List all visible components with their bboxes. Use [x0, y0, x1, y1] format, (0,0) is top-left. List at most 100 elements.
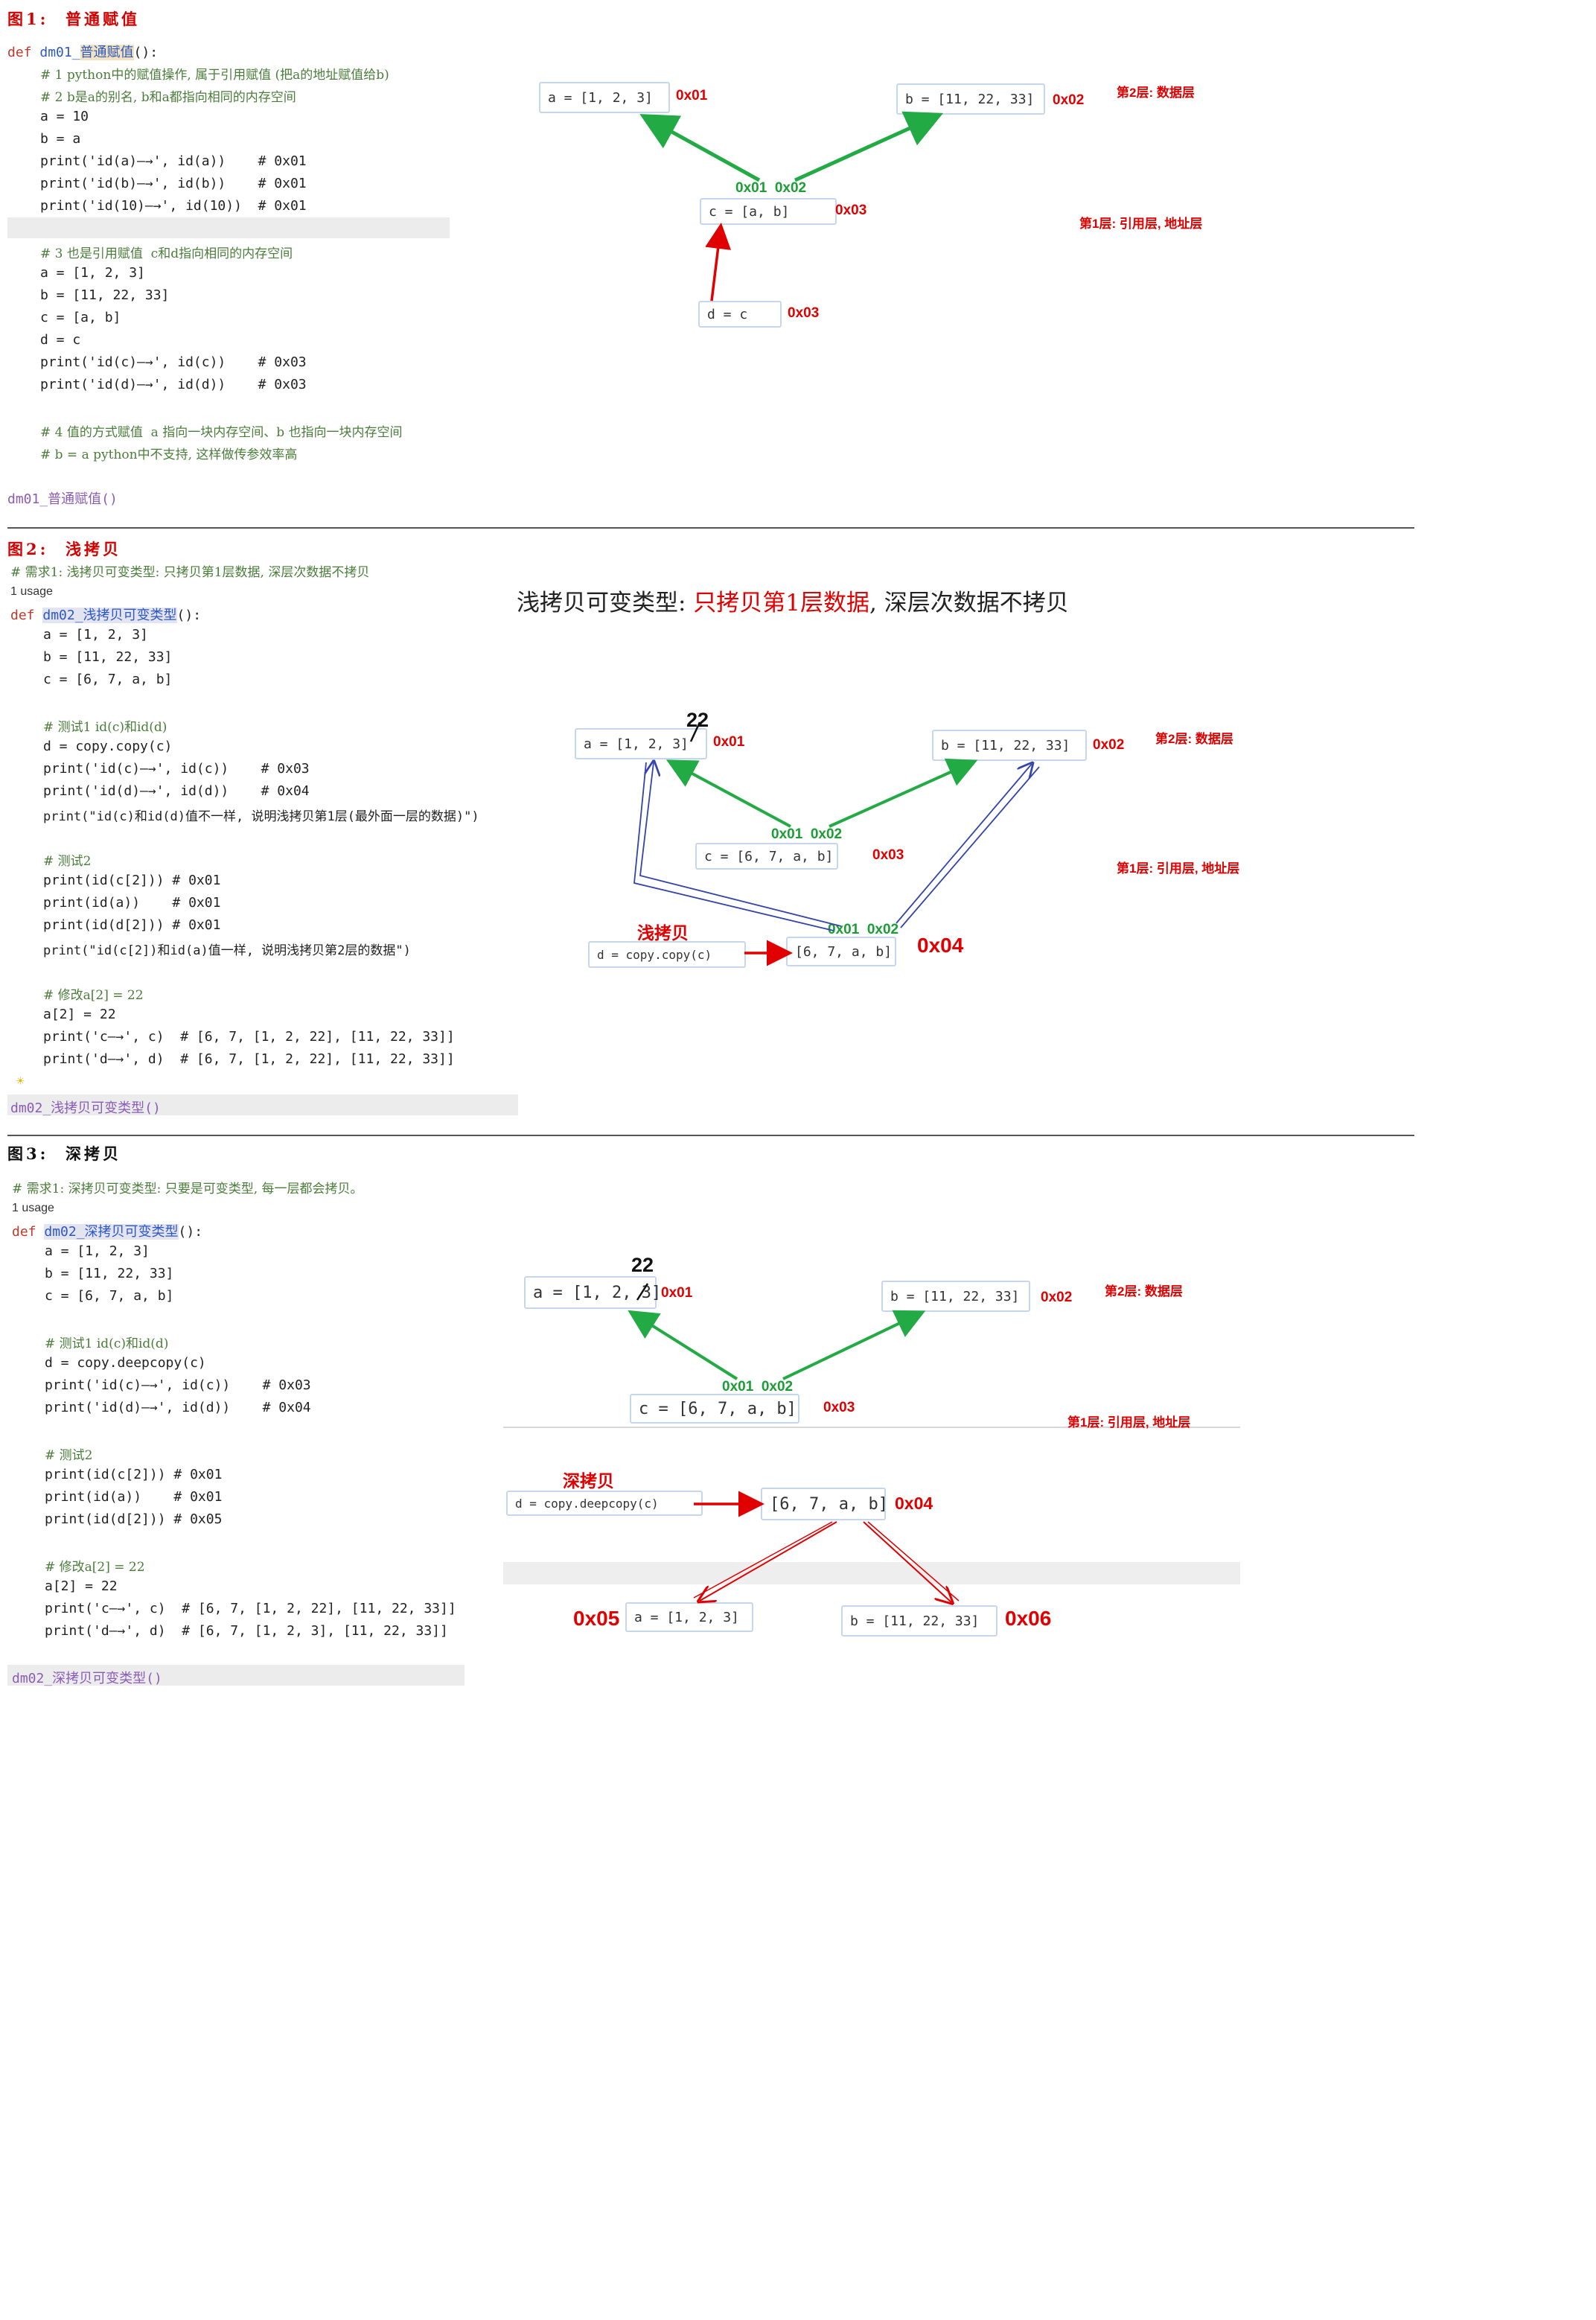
code-line: a[2] = 22: [45, 1578, 118, 1594]
arrow-copy-to-b: [896, 764, 1032, 924]
ref-addresses: 0x01 0x02: [735, 180, 807, 196]
box-list-a-copy: a = [1, 2, 3]: [625, 1602, 753, 1632]
usage-hint[interactable]: 1 usage: [12, 1202, 54, 1214]
fig2-heading: 图2: 浅拷贝: [7, 540, 121, 558]
box-list-new: [6, 7, a, b]: [786, 937, 896, 966]
code-line: print('d—→', d) # [6, 7, [1, 2, 3], [11,…: [45, 1623, 448, 1639]
box-list-c: c = [6, 7, a, b]: [695, 843, 838, 870]
code-line: b = a: [40, 131, 81, 147]
code-line: print('id(d)—→', id(d)) # 0x03: [40, 377, 307, 392]
code-comment: # 1 python中的赋值操作, 属于引用赋值 (把a的地址赋值给b): [40, 68, 389, 83]
box-list-c: c = [6, 7, a, b]: [630, 1394, 799, 1424]
title-part-red: 第1层数据: [762, 590, 870, 616]
code-line: print("id(c)和id(d)值不一样, 说明浅拷贝第1层(最外面一层的数…: [43, 809, 479, 824]
arrow-deepcopy-to-a2: [700, 1521, 837, 1601]
code-line: d = copy.copy(c): [43, 739, 173, 754]
edit-strike: [636, 1283, 649, 1301]
arrow-c-to-b: [782, 1310, 926, 1380]
diagram-panel-top: [503, 1245, 1240, 1428]
address-label: 0x02: [1041, 1290, 1073, 1305]
function-call: dm02_深拷贝可变类型(): [12, 1671, 162, 1686]
code-line: print('id(c)—→', id(c)) # 0x03: [45, 1377, 311, 1393]
code-line: b = [11, 22, 33]: [43, 649, 173, 665]
code-line: print(id(d[2])) # 0x05: [45, 1511, 223, 1527]
title-part: 浅拷贝可变类型:: [517, 590, 694, 616]
fig1-heading: 图1: 普通赋值: [7, 10, 140, 28]
code-comment: # 2 b是a的别名, b和a都指向相同的内存空间: [40, 90, 296, 105]
code-line: print(id(a)) # 0x01: [45, 1489, 223, 1505]
code-line: print(id(c[2])) # 0x01: [43, 873, 221, 888]
current-line-bar: [7, 1665, 465, 1686]
function-name-highlight: 普通赋值: [80, 45, 134, 60]
code-comment: # b = a python中不支持, 这样做传参效率高: [40, 447, 298, 462]
code-line: c = [6, 7, a, b]: [43, 672, 173, 687]
arrow-d-to-c: [705, 223, 731, 302]
code-comment: # 测试1 id(c)和id(d): [43, 720, 167, 735]
code-line: print('id(10)—→', id(10)) # 0x01: [40, 198, 307, 214]
edit-strike: [689, 721, 701, 742]
code-line: def dm02_深拷贝可变类型():: [12, 1221, 202, 1240]
function-name: dm02_浅拷贝可变类型: [42, 608, 177, 623]
code-comment: # 测试1 id(c)和id(d): [45, 1336, 169, 1351]
function-name: dm02_深拷贝可变类型: [44, 1224, 179, 1240]
code-line: a = [1, 2, 3]: [43, 627, 148, 643]
arrow-c-to-a: [665, 759, 791, 828]
ref-addresses: 0x01 0x02: [828, 922, 899, 937]
fig2-title: 浅拷贝可变类型: 只拷贝第1层数据, 深层次数据不拷贝: [517, 584, 1069, 617]
address-label: 0x05: [573, 1607, 620, 1630]
arrow-c-to-b: [829, 758, 978, 828]
code-line: print('id(c)—→', id(c)) # 0x03: [43, 761, 310, 777]
address-label: 0x02: [1053, 92, 1085, 108]
modified-value-label: 22: [631, 1254, 654, 1276]
title-part-red: 只拷贝: [693, 590, 763, 616]
code-line: def dm02_浅拷贝可变类型():: [10, 605, 201, 624]
arrow-c-to-a: [639, 114, 761, 182]
code-line: print(id(c[2])) # 0x01: [45, 1467, 223, 1482]
box-var-d: d = c: [698, 301, 782, 328]
layer2-label: 第2层: 数据层: [1155, 732, 1233, 746]
code-line: b = [11, 22, 33]: [40, 287, 170, 303]
code-comment: # 需求1: 深拷贝可变类型: 只要是可变类型, 每一层都会拷贝。: [12, 1182, 363, 1196]
code-comment: # 测试2: [45, 1448, 93, 1463]
code-line: c = [6, 7, a, b]: [45, 1288, 174, 1304]
arrow-copy-to-a-shadow: [633, 762, 834, 931]
usage-hint[interactable]: 1 usage: [10, 585, 53, 598]
code-line: d = copy.deepcopy(c): [45, 1355, 206, 1371]
keyword: def: [10, 608, 35, 623]
arrow-deepcopy-to-b2-shadow: [867, 1521, 960, 1602]
fig3-heading: 图3: 深拷贝: [7, 1144, 121, 1163]
box-list-a: a = [1, 2, 3]: [524, 1276, 661, 1309]
box-list-c: c = [a, b]: [700, 198, 837, 225]
code-token: ():: [176, 608, 202, 623]
current-line-bar: [7, 217, 450, 238]
address-label: 0x03: [835, 203, 867, 218]
layer2-label: 第2层: 数据层: [1105, 1284, 1183, 1298]
code-line: print('id(c)—→', id(c)) # 0x03: [40, 354, 307, 370]
code-line: def dm01_普通赋值():: [7, 42, 158, 61]
code-token: ():: [178, 1224, 203, 1240]
arrow-deepcopy-to-a2-shadow: [693, 1521, 833, 1599]
code-comment: # 3 也是引用赋值 c和d指向相同的内存空间: [40, 246, 293, 261]
box-var-d: d = copy.deepcopy(c): [506, 1491, 703, 1516]
arrow-copy-to-b-shadow: [900, 766, 1040, 928]
code-line: print(id(a)) # 0x01: [43, 895, 221, 911]
function-call: dm01_普通赋值(): [7, 491, 118, 507]
box-list-new: [6, 7, a, b]: [761, 1488, 888, 1520]
code-token: ():: [133, 45, 159, 60]
diagram-panel-band: [503, 1562, 1240, 1584]
address-label: 0x03: [788, 305, 820, 321]
arrow-c-to-a: [628, 1310, 738, 1380]
box-var-d: d = copy.copy(c): [588, 941, 746, 968]
bulb-icon[interactable]: ☀: [16, 1074, 25, 1089]
layer1-label: 第1层: 引用层, 地址层: [1079, 217, 1203, 231]
code-line: print('id(d)—→', id(d)) # 0x04: [43, 783, 310, 799]
arrow-c-to-b: [794, 111, 944, 182]
box-list-b: b = [11, 22, 33]: [881, 1281, 1030, 1312]
address-label: 0x04: [917, 934, 964, 957]
address-label: 0x01: [661, 1285, 693, 1301]
code-line: print(id(d[2])) # 0x01: [43, 917, 221, 933]
box-list-a: a = [1, 2, 3]: [575, 728, 707, 759]
code-comment: # 测试2: [43, 854, 92, 869]
function-name: dm01_: [39, 45, 80, 60]
